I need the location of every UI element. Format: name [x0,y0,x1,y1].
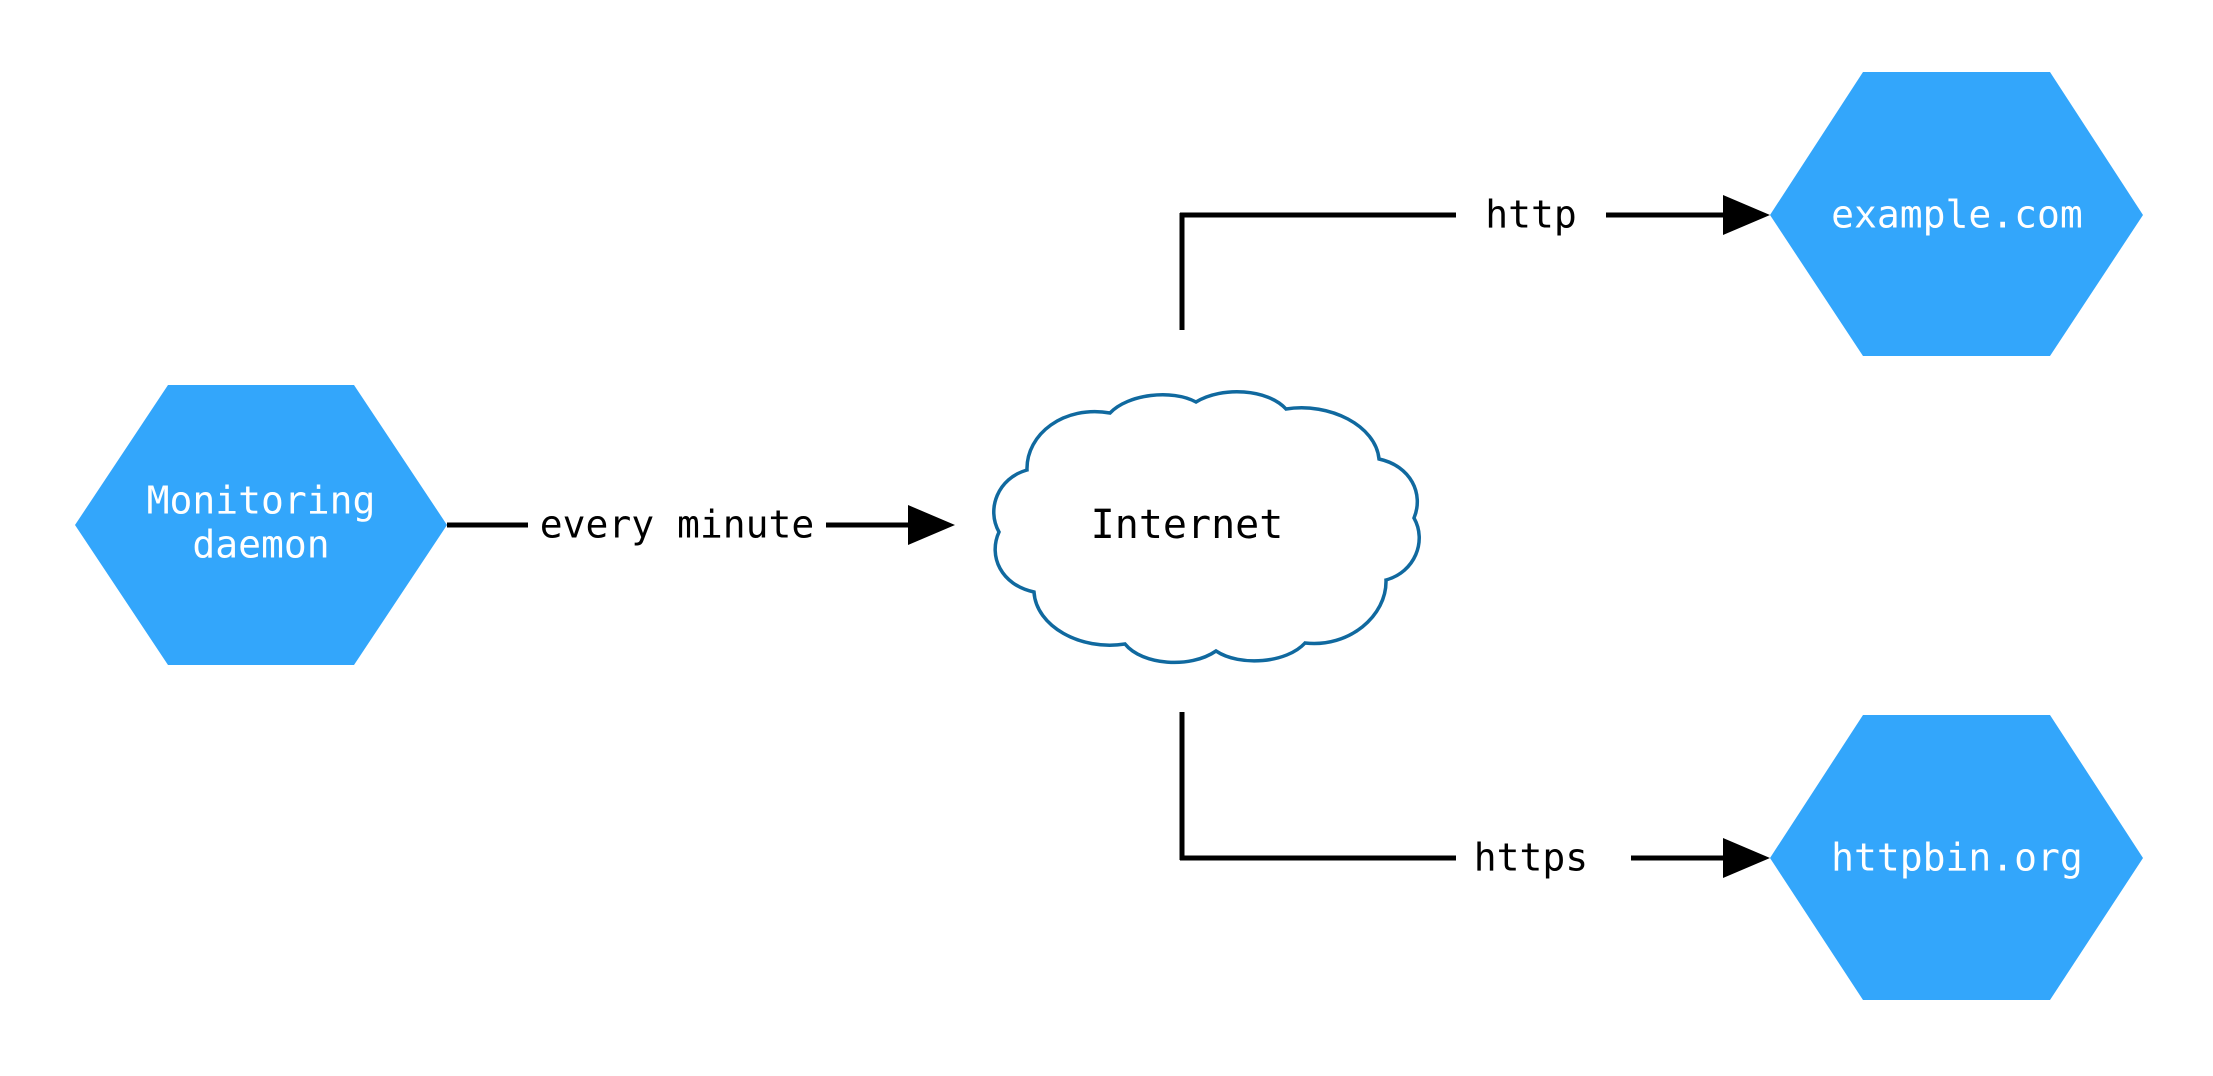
cloud-shape [992,390,1421,665]
hexagon-shape [1770,715,2143,1000]
edge-internet-to-example[interactable]: http [1179,188,1770,330]
edge-label-https: https [1474,836,1588,880]
node-httpbin-org[interactable]: httpbin.org [1770,715,2143,1000]
edge-daemon-to-internet[interactable]: every minute [447,498,955,552]
hexagon-shape [1770,72,2143,356]
edge-label-backdrop [528,498,826,552]
node-example-com[interactable]: example.com [1770,72,2143,356]
arrowhead-icon [908,505,955,545]
edge-label-backdrop [1456,188,1606,242]
edge-label-every-minute: every minute [540,503,815,547]
node-monitoring-daemon-label-line1: Monitoring [147,479,376,523]
edge-internet-to-httpbin[interactable]: https [1179,712,1770,885]
arrowhead-icon [1723,838,1770,878]
edge-label-http: http [1485,193,1577,237]
node-monitoring-daemon[interactable]: Monitoring daemon [75,385,447,665]
node-httpbin-org-label: httpbin.org [1831,836,2083,880]
edge-label-backdrop [1456,831,1631,885]
hexagon-shape [75,385,447,665]
node-example-com-label: example.com [1831,193,2083,237]
node-internet[interactable]: Internet [992,390,1421,665]
arrowhead-icon [1723,195,1770,235]
node-internet-label: Internet [1091,502,1284,548]
node-monitoring-daemon-label-line2: daemon [192,523,329,567]
